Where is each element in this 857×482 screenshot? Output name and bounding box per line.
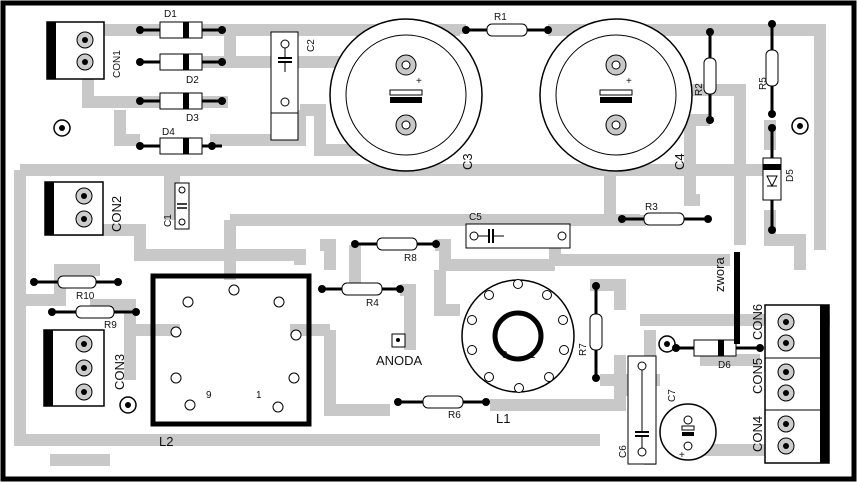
resistor-r3 bbox=[618, 212, 712, 226]
label-c4: C4 bbox=[672, 153, 687, 170]
mounting-holes bbox=[53, 117, 809, 414]
pad-anoda bbox=[391, 333, 406, 348]
label-r7: R7 bbox=[578, 343, 589, 356]
label-d5: D5 bbox=[785, 169, 796, 182]
resistor-r6 bbox=[394, 395, 490, 409]
label-c7-plus: + bbox=[679, 450, 685, 461]
label-l2-pin9: 9 bbox=[206, 390, 212, 401]
label-r4: R4 bbox=[366, 298, 379, 309]
label-r9: R9 bbox=[104, 320, 117, 331]
capacitor-c4 bbox=[539, 18, 693, 172]
label-c7: C7 bbox=[667, 389, 678, 402]
label-c3-plus: + bbox=[416, 76, 422, 87]
label-d2: D2 bbox=[186, 75, 199, 86]
label-anoda: ANODA bbox=[376, 353, 423, 368]
label-l1-pin1: 1 bbox=[530, 350, 536, 361]
connector-con1 bbox=[46, 21, 105, 80]
transformer-l2 bbox=[150, 273, 312, 427]
label-r6: R6 bbox=[448, 410, 461, 421]
label-d6: D6 bbox=[718, 360, 731, 371]
label-l1: L1 bbox=[496, 411, 510, 426]
label-l2: L2 bbox=[159, 434, 173, 449]
capacitor-c6 bbox=[627, 355, 657, 465]
capacitor-c3 bbox=[329, 18, 483, 172]
resistor-r5 bbox=[765, 20, 779, 118]
diode-d5 bbox=[762, 124, 782, 234]
label-c4-plus: + bbox=[626, 76, 632, 87]
diode-d3 bbox=[136, 92, 226, 110]
resistor-r9 bbox=[48, 305, 140, 319]
diode-d2 bbox=[136, 53, 226, 71]
label-d4: D4 bbox=[162, 127, 175, 138]
connector-con3 bbox=[43, 329, 105, 407]
socket-l1 bbox=[461, 279, 575, 393]
capacitor-c7 bbox=[659, 403, 717, 461]
resistor-r10 bbox=[30, 275, 122, 289]
diode-d6 bbox=[672, 339, 764, 357]
label-con1: CON1 bbox=[112, 50, 123, 78]
label-l1-pin9: 9 bbox=[502, 350, 508, 361]
label-d3: D3 bbox=[186, 113, 199, 124]
label-c5: C5 bbox=[469, 212, 482, 223]
label-con3: CON3 bbox=[112, 354, 127, 390]
label-r2: R2 bbox=[694, 83, 705, 96]
resistor-r1 bbox=[462, 23, 552, 37]
diode-d4 bbox=[136, 137, 222, 155]
label-con2: CON2 bbox=[109, 196, 124, 232]
label-d1: D1 bbox=[164, 9, 177, 20]
label-zwora: zwora bbox=[712, 257, 727, 292]
label-r1: R1 bbox=[494, 12, 507, 23]
label-c1: C1 bbox=[163, 214, 174, 227]
label-r3: R3 bbox=[645, 202, 658, 213]
label-con6: CON6 bbox=[750, 304, 765, 340]
label-con5: CON5 bbox=[750, 358, 765, 394]
resistor-r2 bbox=[703, 28, 717, 124]
label-r10: R10 bbox=[76, 291, 95, 302]
label-l2-pin1: 1 bbox=[256, 390, 262, 401]
label-c6: C6 bbox=[618, 445, 629, 458]
resistor-r8 bbox=[351, 237, 440, 251]
label-c3: C3 bbox=[460, 153, 475, 170]
resistor-r7 bbox=[589, 282, 603, 382]
connector-con2 bbox=[44, 181, 104, 236]
resistor-r4 bbox=[318, 282, 404, 296]
capacitor-c5 bbox=[465, 223, 571, 249]
label-r8: R8 bbox=[404, 253, 417, 264]
capacitor-c2 bbox=[270, 31, 299, 141]
label-c2: C2 bbox=[306, 39, 317, 52]
diode-d1 bbox=[136, 21, 226, 39]
connector-con4-con6 bbox=[764, 304, 830, 464]
capacitor-c1 bbox=[174, 182, 190, 230]
label-con4: CON4 bbox=[750, 416, 765, 452]
label-r5: R5 bbox=[758, 77, 769, 90]
